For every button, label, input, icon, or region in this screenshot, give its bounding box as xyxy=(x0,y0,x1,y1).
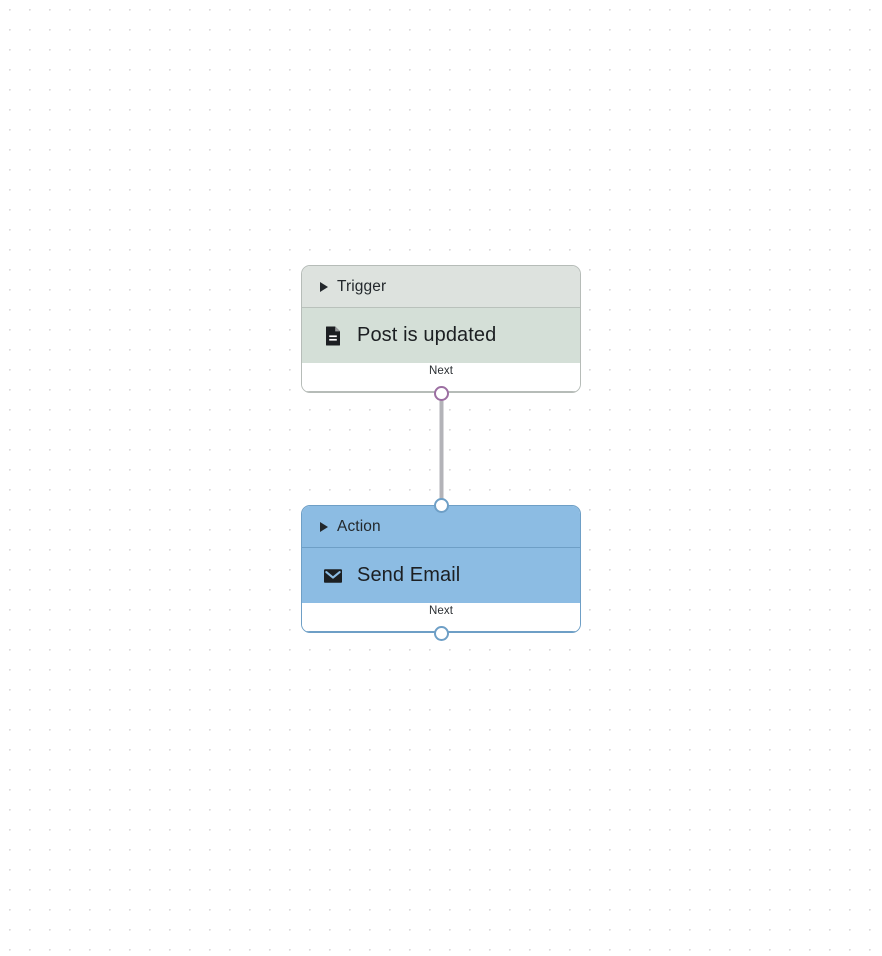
node-action-footer-label: Next xyxy=(428,605,454,617)
node-trigger-header[interactable]: Trigger xyxy=(302,266,580,307)
node-action-output-port[interactable] xyxy=(433,625,449,641)
disclosure-triangle-icon[interactable] xyxy=(320,281,328,292)
disclosure-triangle-icon[interactable] xyxy=(320,521,328,532)
node-trigger-title: Post is updated xyxy=(357,324,497,346)
node-trigger-output-port[interactable] xyxy=(433,385,449,401)
node-trigger-header-label: Trigger xyxy=(337,277,387,295)
node-action-input-port[interactable] xyxy=(433,497,449,513)
node-action[interactable]: Action Send Email Next xyxy=(301,497,581,641)
node-trigger-footer-label: Next xyxy=(428,365,454,377)
envelope-icon xyxy=(320,563,346,589)
node-trigger[interactable]: Trigger Post is updated Next xyxy=(301,265,581,401)
document-icon xyxy=(320,323,346,349)
node-action-header[interactable]: Action xyxy=(302,506,580,547)
node-action-header-label: Action xyxy=(337,517,381,535)
node-action-title: Send Email xyxy=(357,564,461,586)
node-action-body[interactable]: Send Email xyxy=(302,547,580,603)
node-action-frame: Action Send Email Next xyxy=(301,505,581,633)
node-trigger-frame: Trigger Post is updated Next xyxy=(301,265,581,393)
node-trigger-body[interactable]: Post is updated xyxy=(302,307,580,363)
